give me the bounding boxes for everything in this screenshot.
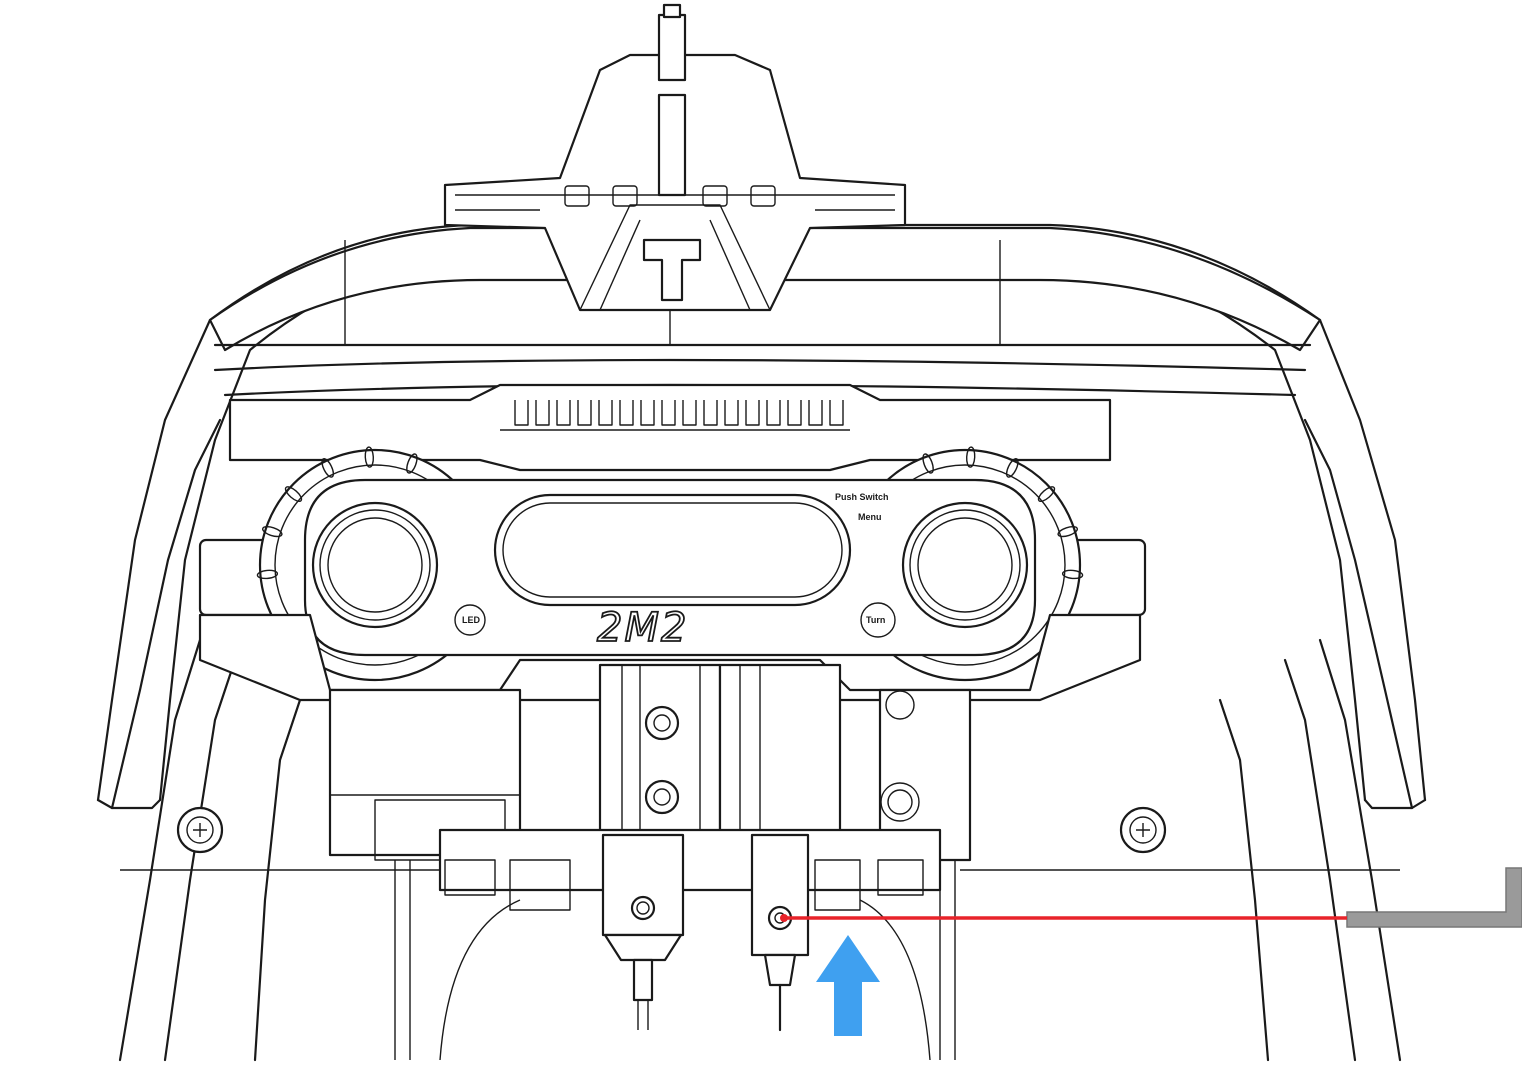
vent-tooth xyxy=(619,400,634,426)
turn-label: Turn xyxy=(866,615,885,625)
vent-tooth xyxy=(808,400,823,426)
indicator-dot xyxy=(780,914,788,922)
phillips-screw-icon xyxy=(1136,823,1150,837)
dial-notch xyxy=(965,446,976,468)
vent-tooth xyxy=(745,400,760,426)
push-switch-label: Push Switch xyxy=(835,492,889,502)
vent-tooth xyxy=(829,400,844,426)
vent-tooth xyxy=(724,400,739,426)
dial-notch xyxy=(1037,486,1056,503)
vent-tooth xyxy=(556,400,571,426)
dial-notch xyxy=(284,486,303,503)
led-button-ring xyxy=(454,604,486,636)
vent-tooth xyxy=(598,400,613,426)
screw-left xyxy=(176,806,224,854)
vent-tooth xyxy=(682,400,697,426)
vent-tooth xyxy=(703,400,718,426)
vent-grille xyxy=(228,383,1112,472)
vent-tooth xyxy=(535,400,550,426)
display-window xyxy=(493,493,852,607)
dial-notch xyxy=(262,525,283,538)
dial-notch xyxy=(1057,525,1078,538)
vent-tooth xyxy=(514,400,529,426)
carriage xyxy=(198,613,1142,1032)
hex-key-icon xyxy=(1346,867,1522,928)
control-bar: Push Switch Menu LED Turn 2M2 xyxy=(303,478,1037,657)
vent-tooth xyxy=(577,400,592,426)
phillips-screw-icon xyxy=(193,823,207,837)
outer-shell xyxy=(96,223,1427,1062)
vent-tooth xyxy=(640,400,655,426)
brand-logo: 2M2 xyxy=(597,605,688,651)
dial-notch xyxy=(1061,569,1084,580)
vent-tooth xyxy=(787,400,802,426)
up-arrow-icon xyxy=(816,935,880,1036)
turn-dial-ring xyxy=(860,602,896,638)
dial-notch xyxy=(922,453,934,474)
menu-label: Menu xyxy=(858,512,882,522)
vent-tooth xyxy=(766,400,781,426)
top-shroud: T xyxy=(208,3,1322,397)
dial-notch xyxy=(1005,458,1019,478)
vent-tooth xyxy=(661,400,676,426)
dial-notch xyxy=(364,446,375,468)
dial-notch xyxy=(406,453,418,474)
dial-notch xyxy=(321,458,335,478)
led-label: LED xyxy=(462,615,481,625)
screw-right xyxy=(1119,806,1167,854)
dial-notch xyxy=(256,569,279,580)
